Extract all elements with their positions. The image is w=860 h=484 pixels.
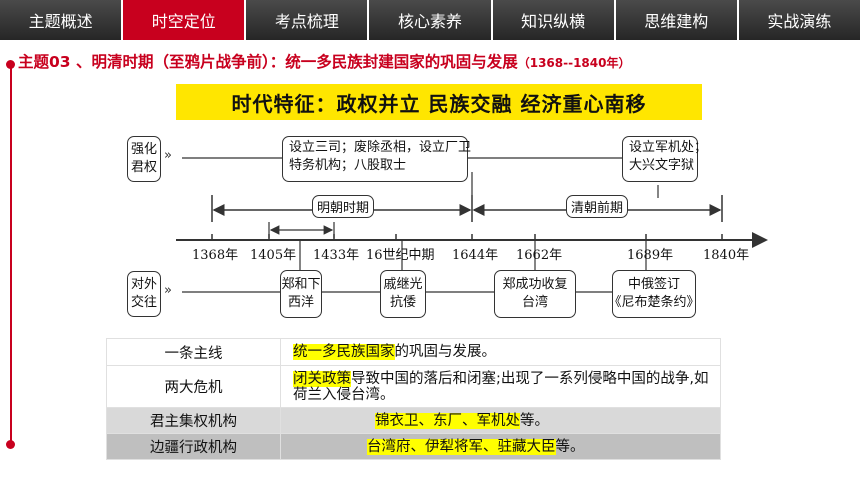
tick-1368: 1368年 [192, 248, 239, 263]
left-accent-line [10, 64, 12, 444]
row-key: 君主集权机构 [106, 407, 281, 434]
tab-key-points[interactable]: 考点梳理 [246, 0, 370, 40]
row-value: 台湾府、伊犁将军、驻藏大臣等。 [280, 433, 721, 460]
tick-1662: 1662年 [516, 248, 563, 263]
row-key: 边疆行政机构 [106, 433, 281, 460]
accent-dot-bottom [6, 440, 15, 449]
title-main: 主题03 、明清时期（至鸦片战争前）：统一多民族封建国家的巩固与发展 [18, 53, 518, 71]
ming-measures-box: 设立三司；废除丞相，设立厂卫 特务机构；八股取士 [282, 136, 471, 182]
title-range: （1368--1840年） [517, 56, 631, 70]
row-label-foreign: 对外交往 [127, 271, 161, 317]
tab-practice[interactable]: 实战演练 [738, 0, 860, 40]
tab-core-literacy[interactable]: 核心素养 [369, 0, 493, 40]
table-row: 一条主线 统一多民族国家的巩固与发展。 [106, 338, 721, 366]
nerchinsk-treaty-box: 中俄签订 《尼布楚条约》 [609, 270, 700, 318]
row-arrow-top: » [164, 148, 172, 163]
row-arrow-bottom: » [164, 283, 172, 298]
accent-dot-top [6, 60, 15, 69]
row-value: 闭关政策导致中国的落后和闭塞;出现了一系列侵略中国的战争,如荷兰入侵台湾。 [280, 365, 721, 408]
row-key: 两大危机 [106, 365, 281, 408]
tick-16th-century: 16世纪中期 [366, 248, 435, 263]
tick-1433: 1433年 [313, 248, 360, 263]
row-value: 锦衣卫、东厂、军机处等。 [280, 407, 721, 434]
era-features-banner: 时代特征：政权并立 民族交融 经济重心南移 [176, 84, 702, 120]
tick-1644: 1644年 [452, 248, 499, 263]
tab-spacetime[interactable]: 时空定位 [123, 0, 247, 40]
period-qing: 清朝前期 [566, 195, 629, 218]
summary-table: 一条主线 统一多民族国家的巩固与发展。 两大危机 闭关政策导致中国的落后和闭塞;… [106, 338, 721, 460]
tab-overview[interactable]: 主题概述 [0, 0, 124, 40]
table-row: 两大危机 闭关政策导致中国的落后和闭塞;出现了一系列侵略中国的战争,如荷兰入侵台… [106, 365, 721, 408]
row-key: 一条主线 [106, 338, 281, 366]
tick-1840: 1840年 [703, 248, 750, 263]
qi-jiguang-box: 戚继光 抗倭 [380, 270, 426, 318]
table-row: 边疆行政机构 台湾府、伊犁将军、驻藏大臣等。 [106, 433, 721, 460]
tick-1689: 1689年 [627, 248, 674, 263]
row-label-power: 强化君权 [127, 136, 161, 182]
qing-measures-box: 设立军机处； 大兴文字狱 [622, 136, 707, 182]
tab-knowledge[interactable]: 知识纵横 [492, 0, 616, 40]
table-row: 君主集权机构 锦衣卫、东厂、军机处等。 [106, 407, 721, 434]
page-title: 主题03 、明清时期（至鸦片战争前）：统一多民族封建国家的巩固与发展（1368-… [18, 50, 858, 72]
zhenghe-voyages-box: 郑和下 西洋 [280, 270, 322, 318]
tick-1405: 1405年 [250, 248, 297, 263]
top-nav: 主题概述 时空定位 考点梳理 核心素养 知识纵横 思维建构 实战演练 [0, 0, 860, 40]
period-ming: 明朝时期 [312, 195, 375, 218]
row-value: 统一多民族国家的巩固与发展。 [280, 338, 721, 366]
zheng-chenggong-box: 郑成功收复 台湾 [494, 270, 576, 318]
tab-mind-map[interactable]: 思维建构 [615, 0, 739, 40]
